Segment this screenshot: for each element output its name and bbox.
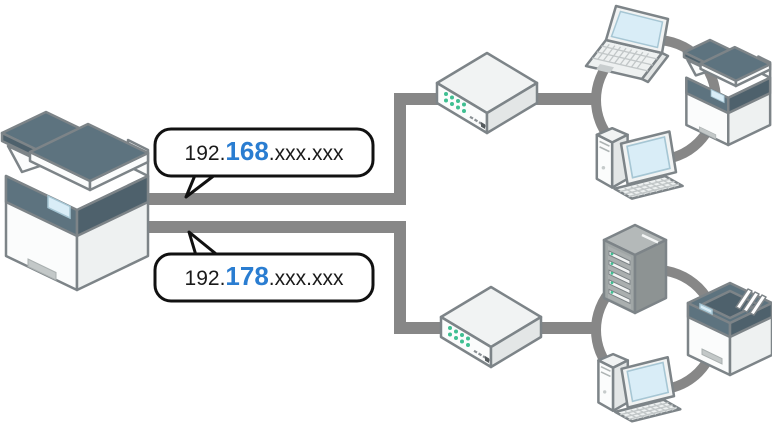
mfp-icon-network1	[683, 39, 771, 146]
server-side	[635, 240, 666, 313]
desktop-icon-network1	[595, 126, 684, 200]
ip-bubble-network1: 192.168.xxx.xxx	[153, 127, 375, 199]
ip-bubble-network2: 192.178.xxx.xxx	[153, 230, 375, 303]
bubble2-body	[153, 252, 375, 303]
server-icon	[604, 225, 666, 313]
mfp-icon-main	[0, 110, 150, 292]
printer-paper-sheets	[736, 289, 766, 315]
laptop-keyboard-keys	[592, 43, 658, 72]
laptop-icon	[586, 6, 668, 82]
bubble1-body	[153, 127, 375, 178]
server-drive-bays	[608, 250, 631, 305]
server-top-vent	[641, 233, 659, 244]
ip-label-network2: 192.178.xxx.xxx	[185, 261, 344, 291]
switch-icon-network1	[435, 51, 539, 135]
ip-label-network1: 192.168.xxx.xxx	[185, 136, 344, 166]
printer-control-screen	[699, 302, 713, 316]
laptop-screen	[610, 10, 664, 49]
switch-icon-network2	[439, 285, 543, 369]
printer-handle	[701, 348, 723, 365]
laptop-body-edge	[642, 53, 668, 82]
desktop-icon-network2	[597, 352, 682, 423]
laser-printer-icon	[688, 283, 772, 375]
laptop-touchpad	[596, 64, 614, 73]
